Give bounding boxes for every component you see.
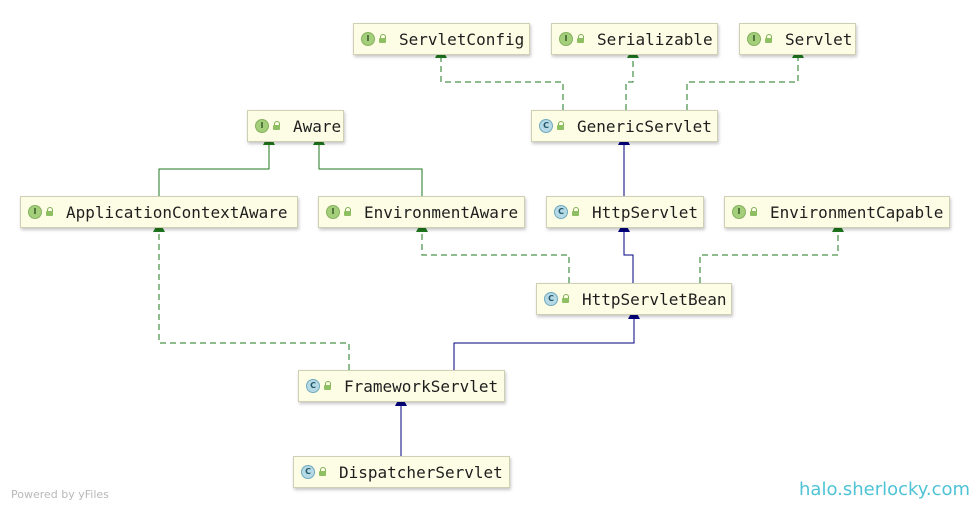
watermark-text: halo.sherlocky.com xyxy=(799,479,971,500)
interface-icon: I xyxy=(732,205,746,219)
public-lock-icon xyxy=(750,207,758,217)
powered-by-text: Powered by yFiles xyxy=(11,488,109,501)
edge-environmentaware-aware xyxy=(313,134,423,196)
node-label: Servlet xyxy=(785,29,853,49)
node-label: EnvironmentCapable xyxy=(770,202,944,222)
class-icon: C xyxy=(301,465,315,479)
edge-httpservletbean-environmentaware xyxy=(416,221,570,283)
node-environmentcapable[interactable]: I EnvironmentCapable xyxy=(724,196,950,228)
public-lock-icon xyxy=(319,467,327,477)
public-lock-icon xyxy=(324,381,332,391)
node-applicationcontextaware[interactable]: I ApplicationContextAware xyxy=(20,196,298,228)
edge-genericservlet-servlet xyxy=(686,47,804,110)
node-label: ServletConfig xyxy=(399,29,525,49)
node-genericservlet[interactable]: C GenericServlet xyxy=(531,110,718,142)
node-httpservletbean[interactable]: C HttpServletBean xyxy=(536,283,732,315)
node-serializable[interactable]: I Serializable xyxy=(551,23,718,55)
edge-httpservletbean-httpservlet xyxy=(618,221,634,283)
edge-genericservlet-serializable xyxy=(625,47,639,110)
public-lock-icon xyxy=(379,34,387,44)
node-label: EnvironmentAware xyxy=(364,202,519,222)
interface-icon: I xyxy=(559,32,573,46)
node-dispatcherservlet[interactable]: C DispatcherServlet xyxy=(293,456,510,488)
edge-frameworkservlet-applicationcontextaware xyxy=(153,221,350,370)
node-environmentaware[interactable]: I EnvironmentAware xyxy=(318,196,525,228)
node-servlet[interactable]: I Servlet xyxy=(739,23,856,55)
node-label: GenericServlet xyxy=(577,116,712,136)
interface-icon: I xyxy=(361,32,375,46)
public-lock-icon xyxy=(344,207,352,217)
node-frameworkservlet[interactable]: C FrameworkServlet xyxy=(298,370,505,402)
node-label: FrameworkServlet xyxy=(344,376,499,396)
node-label: HttpServletBean xyxy=(582,289,727,309)
edge-genericservlet-servletconfig xyxy=(435,47,564,110)
public-lock-icon xyxy=(577,34,585,44)
public-lock-icon xyxy=(273,121,281,131)
public-lock-icon xyxy=(572,207,580,217)
interface-icon: I xyxy=(255,119,269,133)
interface-icon: I xyxy=(747,32,761,46)
edge-applicationcontextaware-aware xyxy=(158,134,275,196)
edge-frameworkservlet-httpservletbean xyxy=(453,308,640,370)
node-label: DispatcherServlet xyxy=(339,462,503,482)
edge-httpservletbean-environmentcapable xyxy=(699,221,844,283)
class-icon: C xyxy=(554,205,568,219)
public-lock-icon xyxy=(557,121,565,131)
public-lock-icon xyxy=(562,294,570,304)
interface-icon: I xyxy=(326,205,340,219)
node-httpservlet[interactable]: C HttpServlet xyxy=(546,196,704,228)
interface-icon: I xyxy=(28,205,42,219)
class-icon: C xyxy=(539,119,553,133)
node-aware[interactable]: I Aware xyxy=(247,110,344,142)
node-label: ApplicationContextAware xyxy=(66,202,288,222)
class-icon: C xyxy=(306,379,320,393)
node-label: Aware xyxy=(293,116,342,136)
public-lock-icon xyxy=(46,207,54,217)
node-label: Serializable xyxy=(597,29,713,49)
node-servletconfig[interactable]: I ServletConfig xyxy=(353,23,530,55)
public-lock-icon xyxy=(765,34,773,44)
node-label: HttpServlet xyxy=(592,202,698,222)
class-icon: C xyxy=(544,292,558,306)
